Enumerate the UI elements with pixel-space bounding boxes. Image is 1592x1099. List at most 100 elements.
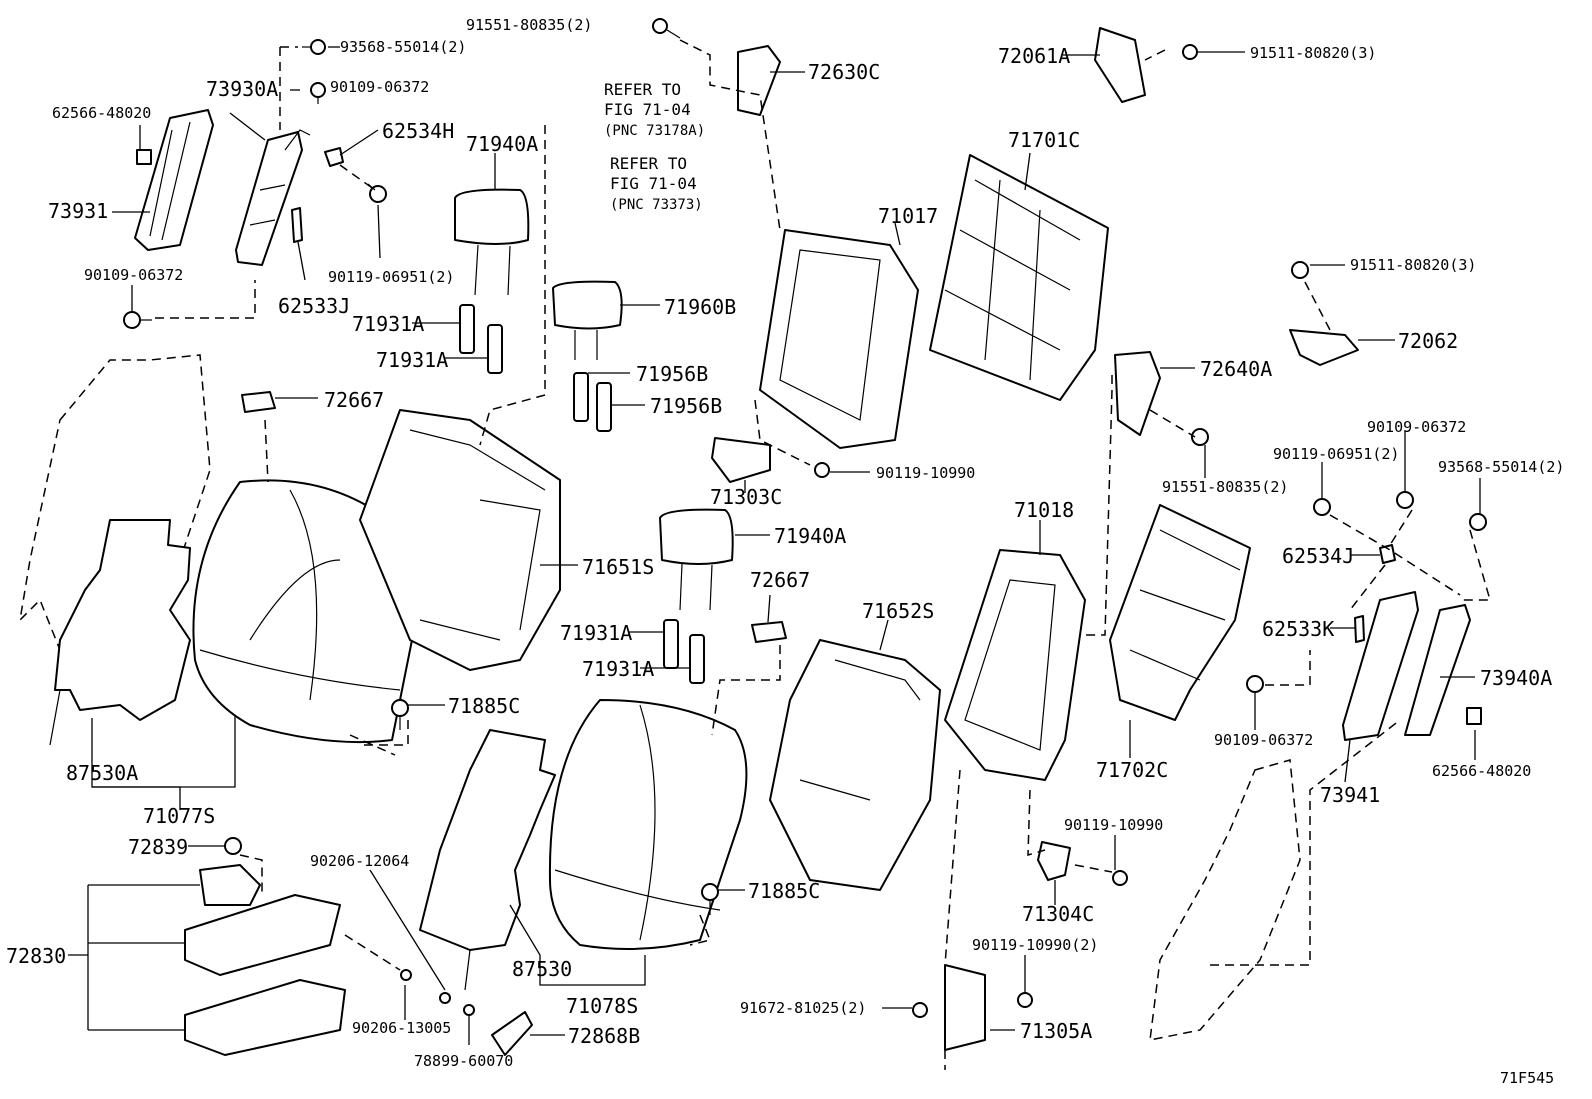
label-71018: 71018 [1014,498,1075,522]
label-90119-06951-left: 90119-06951(2) [328,268,455,286]
clip-62566-right [1466,707,1482,725]
cover-71702C [1109,504,1251,721]
cover-71701C [929,154,1109,401]
clip-62566-left [136,149,152,165]
side-airbag-73941 [1342,591,1419,741]
label-71077S: 71077S [143,804,216,828]
label-71931A-3: 71931A [560,621,633,645]
label-78899-60070: 78899-60070 [414,1052,514,1070]
label-93568-55014-top: 93568-55014(2) [340,38,467,56]
label-73930A: 73930A [206,77,279,101]
label-91551-80835-top: 91551-80835(2) [466,16,593,34]
seatback-cover-71077S [192,479,415,756]
frame-71018 [944,549,1086,781]
label-71931A-1: 71931A [352,312,425,336]
seatback-frame-71651S [359,409,561,671]
label-71931A-2: 71931A [376,348,449,372]
label-71304C: 71304C [1022,902,1095,926]
label-62533K: 62533K [1262,617,1335,641]
frame-71017 [759,229,919,449]
cap-72667-mid [751,621,787,643]
figure-id: 71F545 [1500,1069,1555,1087]
label-71078S: 71078S [566,994,639,1018]
label-93568-55014-right: 93568-55014(2) [1438,458,1565,476]
ref2-line3: (PNC 73373) [610,197,703,213]
label-72830: 72830 [6,944,67,968]
clip-71885C-1 [391,699,409,730]
ref2-line2: FIG 71-04 [610,174,697,193]
label-62533J: 62533J [278,294,351,318]
label-71652S: 71652S [862,599,935,623]
label-87530A: 87530A [66,761,139,785]
hinge-72630C [737,45,781,116]
label-62534H: 62534H [382,119,455,143]
label-71940A-mid: 71940A [774,524,847,548]
lid-72868B [400,969,533,1056]
label-62566-48020-left: 62566-48020 [52,104,152,122]
heater-pad-87530 [419,729,556,991]
ref1-line1: REFER TO [604,80,682,99]
bracket-71304C [1037,841,1128,886]
label-73931: 73931 [48,199,109,223]
label-71885C-2: 71885C [748,879,821,903]
bracket-71303C [711,437,830,483]
label-90119-10990-2: 90119-10990(2) [972,936,1099,954]
label-90109-06372-top: 90109-06372 [330,78,430,96]
label-90119-10990-mid: 90119-10990 [876,464,976,482]
label-71701C: 71701C [1008,128,1081,152]
ref1-line2: FIG 71-04 [604,100,691,119]
headrest-71960B [552,280,623,360]
label-71017: 71017 [878,204,939,228]
label-62534J: 62534J [1282,544,1355,568]
label-71885C-1: 71885C [448,694,521,718]
seatback-frame-71652S [769,639,941,891]
label-71303C: 71303C [710,485,783,509]
label-90109-06372-right-bottom: 90109-06372 [1214,731,1314,749]
cap-72667-left [241,391,276,413]
label-71956B-1: 71956B [636,362,709,386]
clip-71885C-2 [701,883,719,915]
label-91551-80835-right: 91551-80835(2) [1162,478,1289,496]
side-airbag-73931 [134,109,214,251]
label-71956B-2: 71956B [650,394,723,418]
headrest-71940A-mid [659,508,734,611]
label-71940A-top: 71940A [466,132,539,156]
bolts-top-left [123,18,681,329]
trim-panel-right [1149,759,1301,1041]
armrest-72830 [184,837,346,1056]
airbag-bracket-73930A [235,129,311,266]
hinge-72640A [1114,351,1209,446]
label-72868B: 72868B [568,1024,641,1048]
clip-62534H [324,147,344,167]
headrest-71940A-top [454,188,530,296]
label-71305A: 71305A [1020,1019,1093,1043]
leader-lines [68,46,1481,1045]
label-91511-80820-top: 91511-80820(3) [1250,44,1377,62]
label-90119-10990-right: 90119-10990 [1064,816,1164,834]
label-72839: 72839 [128,835,189,859]
label-62566-48020-right: 62566-48020 [1432,762,1532,780]
label-72061A: 72061A [998,44,1071,68]
label-72062: 72062 [1398,329,1459,353]
bracket-62533J [291,207,303,243]
guides [459,304,705,684]
label-71960B: 71960B [664,295,737,319]
latch-72062 [1289,261,1359,366]
label-90206-13005: 90206-13005 [352,1019,452,1037]
ref1-line3: (PNC 73178A) [604,123,706,139]
label-72667-left: 72667 [324,388,385,412]
bracket-71305A [912,964,1033,1051]
label-71651S: 71651S [582,555,655,579]
label-73940A: 73940A [1480,666,1553,690]
dashed-connections [155,39,1491,1070]
ref2-line1: REFER TO [610,154,688,173]
label-71702C: 71702C [1096,758,1169,782]
label-72630C: 72630C [808,60,881,84]
label-87530: 87530 [512,957,573,981]
heater-pad-87530A [49,519,191,746]
hinge-72061A [1094,27,1198,103]
label-72667-mid: 72667 [750,568,811,592]
label-72640A: 72640A [1200,357,1273,381]
label-90109-06372-right-top: 90109-06372 [1367,418,1467,436]
